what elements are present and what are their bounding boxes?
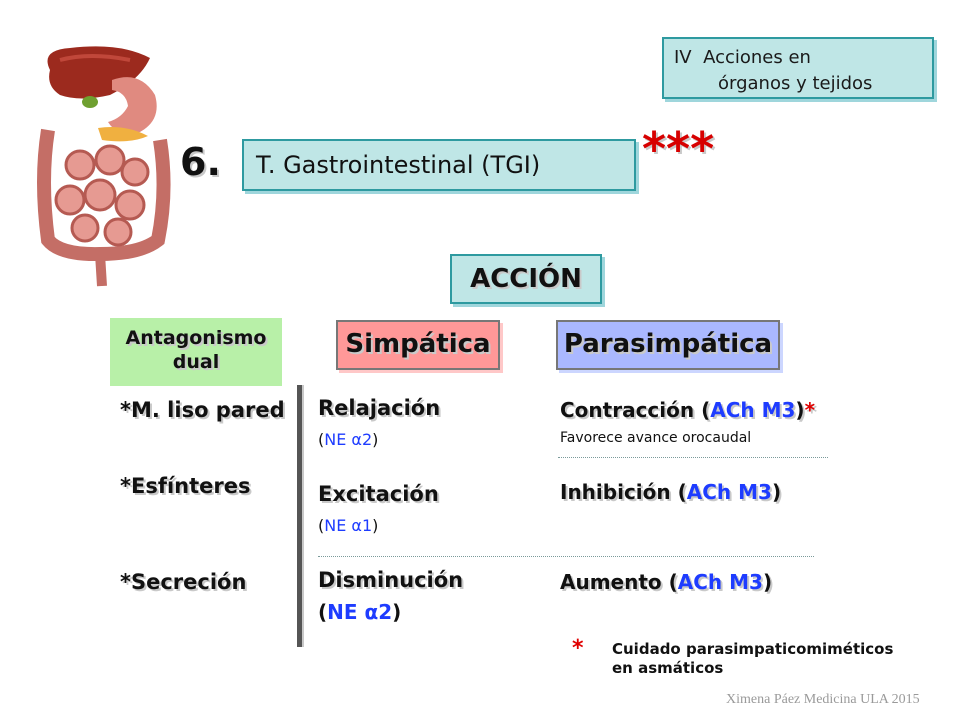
note-line-2: en asmáticos xyxy=(612,659,724,677)
topic-line-2: órganos y tejidos xyxy=(718,73,873,94)
digestive-system-illustration xyxy=(37,46,171,287)
parasimpatica-receptor-3: ACh M3 xyxy=(677,570,763,594)
topic-line-1: IV Acciones en xyxy=(674,47,811,68)
simpatica-effect-3: Disminución xyxy=(318,568,464,592)
row-divider-2 xyxy=(318,556,814,557)
row-label-esfinteres: *Esfínteres xyxy=(120,474,251,498)
note-line-1: Cuidado parasimpaticomiméticos xyxy=(612,640,894,658)
section-title: T. Gastrointestinal (TGI) xyxy=(242,139,636,191)
row-divider-1 xyxy=(558,457,828,458)
row-label-musculo-liso: *M. liso pared xyxy=(120,398,285,422)
simpatica-receptor-2-value: NE α1 xyxy=(324,516,373,535)
simpatica-receptor-3-value: NE α2 xyxy=(327,600,393,624)
footer-credit: Ximena Páez Medicina ULA 2015 xyxy=(726,692,920,707)
simpatica-receptor-2: (NE α1) xyxy=(318,516,379,535)
parasimpatica-effect-1: Contracción (ACh M3)* xyxy=(560,398,815,422)
simpatica-receptor-1-value: NE α2 xyxy=(324,430,373,449)
vertical-divider xyxy=(297,385,304,647)
antagonismo-line-1: Antagonismo xyxy=(125,327,267,349)
accion-label: ACCIÓN xyxy=(450,254,602,304)
antagonismo-dual-label: Antagonismo dual xyxy=(110,318,282,386)
section-number: 6. xyxy=(180,140,221,184)
parasimpatica-effect-1-close: ) xyxy=(795,398,805,422)
parasimpatica-effect-1-text: Contracción ( xyxy=(560,398,711,422)
simpatica-receptor-1: (NE α2) xyxy=(318,430,379,449)
antagonismo-line-2: dual xyxy=(172,351,220,373)
parasimpatica-effect-2-close: ) xyxy=(771,480,782,504)
importance-stars: *** xyxy=(642,122,715,176)
simpatica-effect-2: Excitación xyxy=(318,482,439,506)
parasimpatica-effect-2: Inhibición (ACh M3) xyxy=(560,480,781,504)
simpatica-header: Simpática xyxy=(336,320,500,370)
simpatica-effect-1: Relajación xyxy=(318,396,441,420)
simpatica-receptor-3: (NE α2) xyxy=(318,600,402,624)
topic-box: IV Acciones en órganos y tejidos xyxy=(662,37,934,99)
parasimpatica-effect-3: Aumento (ACh M3) xyxy=(560,570,772,594)
parasimpatica-receptor-2: ACh M3 xyxy=(686,480,772,504)
row-label-secrecion: *Secreción xyxy=(120,570,247,594)
parasimpatica-effect-3-text: Aumento ( xyxy=(560,570,678,594)
asthma-caution-note: Cuidado parasimpaticomiméticos en asmáti… xyxy=(612,640,912,678)
parasimpatica-effect-3-close: ) xyxy=(762,570,773,594)
note-asterisk: * xyxy=(572,636,584,661)
parasimpatica-note-1: Favorece avance orocaudal xyxy=(560,430,752,446)
parasimpatica-effect-2-text: Inhibición ( xyxy=(560,480,687,504)
parasimpatica-header: Parasimpática xyxy=(556,320,780,370)
parasimpatica-receptor-1: ACh M3 xyxy=(710,398,796,422)
asthma-reference-mark: * xyxy=(804,398,816,422)
